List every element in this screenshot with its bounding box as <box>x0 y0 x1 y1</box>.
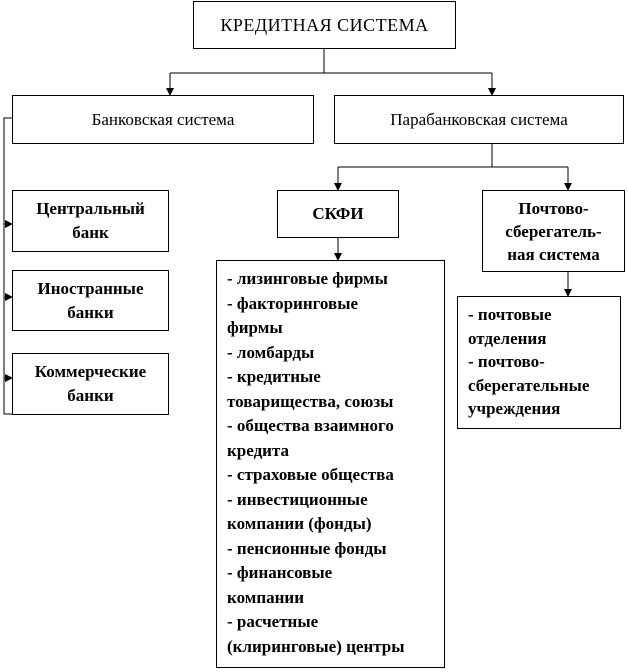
list-item: - общества взаимного <box>227 416 394 435</box>
list-item: - страховые общества <box>227 465 394 484</box>
list-item: кредита <box>227 440 290 460</box>
list-item: - пенсионные фонды <box>227 538 387 558</box>
list-item: компании <box>227 587 305 607</box>
commercial-banks-line-2: банки <box>67 386 114 405</box>
list-item: сберегательные <box>468 375 590 395</box>
list-item: - расчетные <box>227 612 319 631</box>
commercial-banks-line-1: Коммерческие <box>34 362 147 381</box>
foreign-banks-box: Иностранные банки <box>12 270 169 331</box>
foreign-banks-line-2: банки <box>67 302 114 322</box>
banking-system-box: Банковская система <box>12 95 314 144</box>
list-item: (клиринговые) центры <box>227 636 405 656</box>
postal-system-line-1: Почтово- <box>518 198 589 218</box>
postal-system-box: Почтово- сберегатель- ная система <box>482 190 625 272</box>
list-item: компании (фонды) <box>227 514 372 533</box>
central-bank-line-2: банк <box>72 223 109 242</box>
parabanking-system-box: Парабанковская система <box>334 95 624 144</box>
list-item: - ломбарды <box>227 342 315 362</box>
commercial-banks-box: Коммерческие банки <box>12 353 169 415</box>
skfi-box: СКФИ <box>277 190 399 238</box>
central-bank-box: Центральный банк <box>12 190 169 252</box>
list-item: - почтовые <box>468 305 552 324</box>
list-item: - кредитные <box>227 367 321 386</box>
connector-banking-bracket <box>3 117 12 415</box>
foreign-banks-line-1: Иностранные <box>37 278 144 298</box>
postal-institutions-list: - почтовые отделения - почтово- сберегат… <box>457 296 621 429</box>
list-item: - лизинговые фирмы <box>227 269 388 288</box>
postal-system-line-2: сберегатель- <box>505 221 602 241</box>
central-bank-line-1: Центральный <box>36 199 145 218</box>
list-item: учреждения <box>468 399 561 418</box>
parabanking-system-label: Парабанковская система <box>390 109 568 129</box>
credit-system-label: КРЕДИТНАЯ СИСТЕМА <box>220 15 429 35</box>
list-item: товарищества, союзы <box>227 391 394 411</box>
postal-system-line-3: ная система <box>507 244 600 264</box>
list-item: - факторинговые <box>227 293 359 313</box>
skfi-label: СКФИ <box>312 204 364 223</box>
list-item: фирмы <box>227 318 283 337</box>
list-item: - финансовые <box>227 563 333 582</box>
list-item: - почтово- <box>468 352 545 371</box>
credit-system-box: КРЕДИТНАЯ СИСТЕМА <box>193 1 456 49</box>
list-item: - инвестиционные <box>227 489 368 509</box>
banking-system-label: Банковская система <box>91 109 235 129</box>
skfi-institutions-list: - лизинговые фирмы - факторинговые фирмы… <box>216 260 445 668</box>
list-item: отделения <box>468 328 547 348</box>
